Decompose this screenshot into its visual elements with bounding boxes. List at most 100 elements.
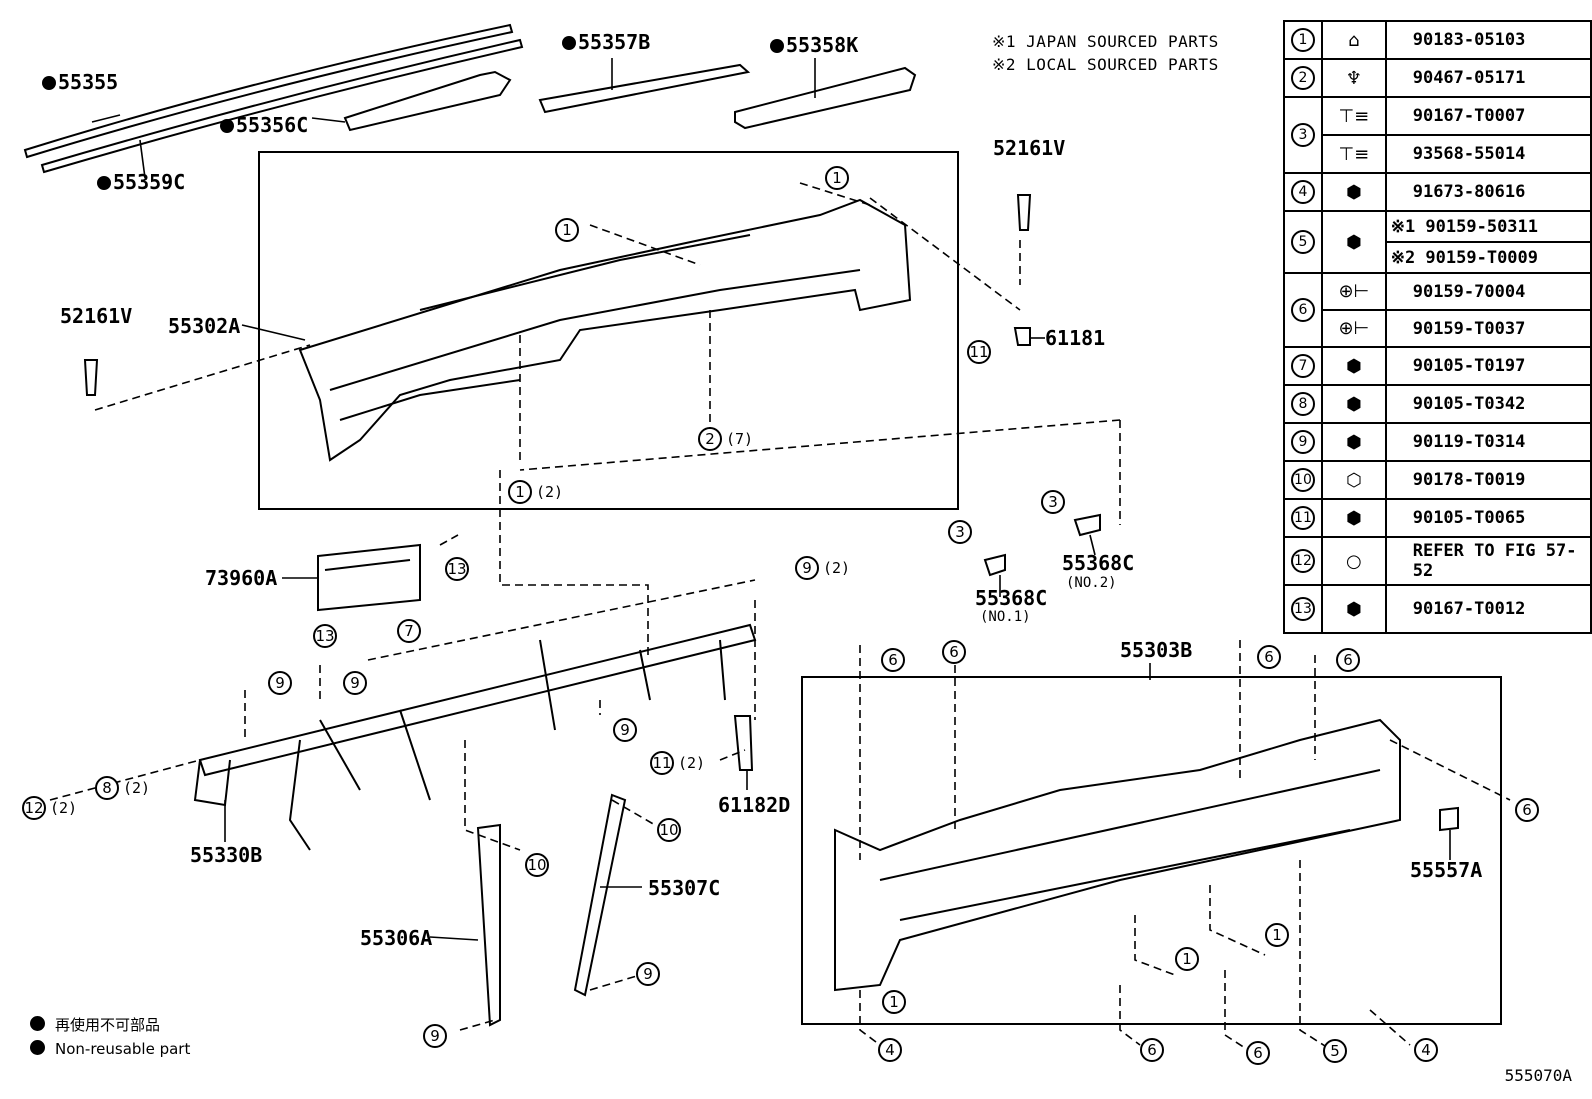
callout-9: 9 <box>423 1024 447 1048</box>
bolt-icon: ⬢ <box>1320 422 1387 462</box>
label-55355: 55355 <box>42 72 118 92</box>
bracket-61181 <box>1013 327 1031 346</box>
airbag-73960a <box>317 543 421 612</box>
brace-55307c <box>573 793 627 997</box>
callout-13: 13 <box>445 557 469 581</box>
qty-label: (2) <box>678 754 706 772</box>
callout-7: 7 <box>397 619 421 643</box>
callout-6: 6 <box>1336 648 1360 672</box>
clip-nut-icon: ⌂ <box>1320 20 1387 60</box>
bolt-icon: ⬢ <box>1320 172 1387 212</box>
reinforcement-55303b <box>834 718 1401 992</box>
label-52161v-left: 52161V <box>60 304 133 328</box>
note-japan-sourced: ※1 JAPAN SOURCED PARTS <box>992 32 1219 51</box>
callout-2: 2 <box>698 427 722 451</box>
callout-6: 6 <box>1246 1041 1270 1065</box>
callout-9: 9 <box>613 718 637 742</box>
callout-13: 13 <box>313 624 337 648</box>
callout-6: 6 <box>942 640 966 664</box>
pin-52161v-upper <box>1016 194 1032 231</box>
clip-55368c-no2 <box>1073 513 1101 537</box>
bolt-icon: ⬢ <box>1320 346 1387 386</box>
callout-4: 4 <box>878 1038 902 1062</box>
qty-label: (7) <box>726 430 754 448</box>
qty-label: (2) <box>50 799 78 817</box>
callout-9: 9 <box>268 671 292 695</box>
label-55368c-no1: 55368C <box>975 586 1048 610</box>
callout-1: 1 <box>882 990 906 1014</box>
plug-icon: ○ <box>1320 536 1387 586</box>
fastener-table: 1⌂90183-05103 2♆90467-05171 3⊤≡90167-T00… <box>1283 20 1592 634</box>
callout-11: 11 <box>967 340 991 364</box>
callout-6: 6 <box>881 648 905 672</box>
brace-55306a <box>476 823 501 1027</box>
note-local-sourced: ※2 LOCAL SOURCED PARTS <box>992 55 1219 74</box>
label-55303b: 55303B <box>1120 638 1193 662</box>
callout-6: 6 <box>1257 645 1281 669</box>
label-55358k: 55358K <box>770 35 858 55</box>
callout-10: 10 <box>525 853 549 877</box>
label-52161v-upper: 52161V <box>993 136 1066 160</box>
qty-label: (2) <box>123 779 151 797</box>
callout-4: 4 <box>1414 1038 1438 1062</box>
label-no1: (NO.1) <box>980 609 1031 625</box>
bracket-61182d <box>733 715 754 771</box>
cap-55557a <box>1439 806 1459 832</box>
qty-label: (2) <box>823 559 851 577</box>
molding-strip-55359c <box>40 38 524 174</box>
callout-8: 8 <box>95 776 119 800</box>
lower-reinforcement-box <box>801 676 1502 1025</box>
callout-10: 10 <box>657 818 681 842</box>
pad-55356c <box>343 70 512 132</box>
upper-panel-box <box>258 151 959 510</box>
label-73960a: 73960A <box>205 566 278 590</box>
callout-12: 12 <box>22 796 46 820</box>
qty-label: (2) <box>536 483 564 501</box>
pin-52161v-left <box>83 359 99 396</box>
label-55302a: 55302A <box>168 314 241 338</box>
callout-6: 6 <box>1515 798 1539 822</box>
label-55359c: 55359C <box>97 172 185 192</box>
callout-1: 1 <box>1175 947 1199 971</box>
instrument-panel-55302a <box>298 198 912 462</box>
label-55357b: 55357B <box>562 32 650 52</box>
callout-5: 5 <box>1323 1039 1347 1063</box>
callout-3: 3 <box>1041 490 1065 514</box>
screw-icon: ⊕⊢ <box>1320 309 1387 348</box>
label-no2: (NO.2) <box>1066 575 1117 591</box>
pad-55357b <box>538 63 751 114</box>
screw-icon: ⊕⊢ <box>1320 272 1387 311</box>
nut-icon: ⬡ <box>1320 460 1387 500</box>
legend-non-reusable-jp: 再使用不可部品 <box>30 1014 160 1035</box>
legend-non-reusable-en: Non-reusable part <box>30 1040 190 1058</box>
label-55330b: 55330B <box>190 843 263 867</box>
label-55368c-no2: 55368C <box>1062 551 1135 575</box>
label-55356c: 55356C <box>220 115 308 135</box>
callout-6: 6 <box>1140 1038 1164 1062</box>
callout-1: 1 <box>555 218 579 242</box>
label-61181: 61181 <box>1045 326 1106 350</box>
callout-1: 1 <box>1265 923 1289 947</box>
clip-icon: ♆ <box>1320 58 1387 98</box>
callout-9: 9 <box>636 962 660 986</box>
screw-icon: ⊤≡ <box>1320 96 1387 136</box>
bolt-icon: ⬢ <box>1320 384 1387 424</box>
bolt-icon: ⬢ <box>1320 584 1387 634</box>
reinforcement-tube <box>198 623 757 777</box>
callout-3: 3 <box>948 520 972 544</box>
screw-icon: ⊤≡ <box>1320 134 1387 174</box>
callout-9: 9 <box>795 556 819 580</box>
callout-1: 1 <box>508 480 532 504</box>
label-55557a: 55557A <box>1410 858 1483 882</box>
molding-strip-55355 <box>23 23 514 159</box>
label-55306a: 55306A <box>360 926 433 950</box>
callout-1: 1 <box>825 166 849 190</box>
bolt-icon: ⬢ <box>1320 210 1387 274</box>
pad-55358k <box>734 66 917 130</box>
bolt-icon: ⬢ <box>1320 498 1387 538</box>
callout-11: 11 <box>650 751 674 775</box>
label-55307c: 55307C <box>648 876 721 900</box>
figure-code: 555070A <box>1504 1066 1572 1085</box>
callout-9: 9 <box>343 671 367 695</box>
